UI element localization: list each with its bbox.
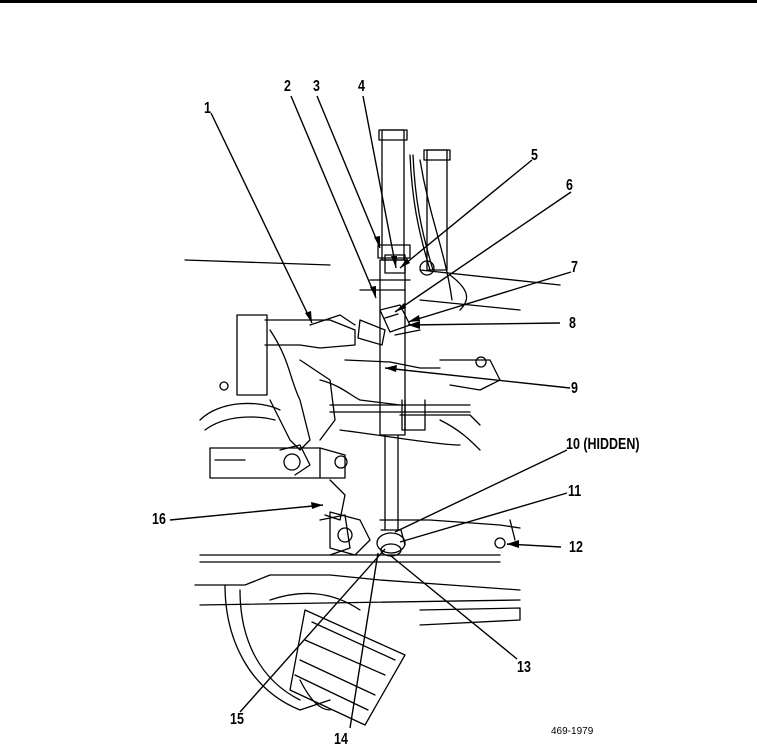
callout-12: 12: [569, 539, 583, 556]
callout-16: 16: [152, 511, 166, 528]
callout-15: 15: [230, 711, 244, 728]
leader-arrowheads: [305, 236, 519, 548]
lower-joint-assembly: [319, 511, 506, 557]
callout-1: 1: [204, 100, 211, 117]
callout-5: 5: [531, 147, 538, 164]
callout-11: 11: [568, 483, 582, 500]
callout-2: 2: [284, 78, 291, 95]
callout-4: 4: [358, 78, 365, 95]
callout-6: 6: [566, 177, 573, 194]
callout-7: 7: [571, 259, 578, 276]
cross-tubes: [329, 404, 481, 451]
callout-13: 13: [517, 659, 531, 676]
main-column: [359, 244, 411, 531]
callout-3: 3: [313, 78, 320, 95]
callout-9: 9: [571, 380, 578, 397]
gearbox-housing: [199, 402, 348, 521]
blade-shroud: [224, 584, 406, 726]
top-rule: [0, 0, 757, 3]
figure-id: 469-1979: [551, 726, 594, 737]
callout-8: 8: [569, 315, 576, 332]
callout-14: 14: [334, 731, 348, 748]
left-frame-bracket: [219, 314, 501, 451]
callout-10-hidden: 10 (HIDDEN): [566, 436, 640, 453]
